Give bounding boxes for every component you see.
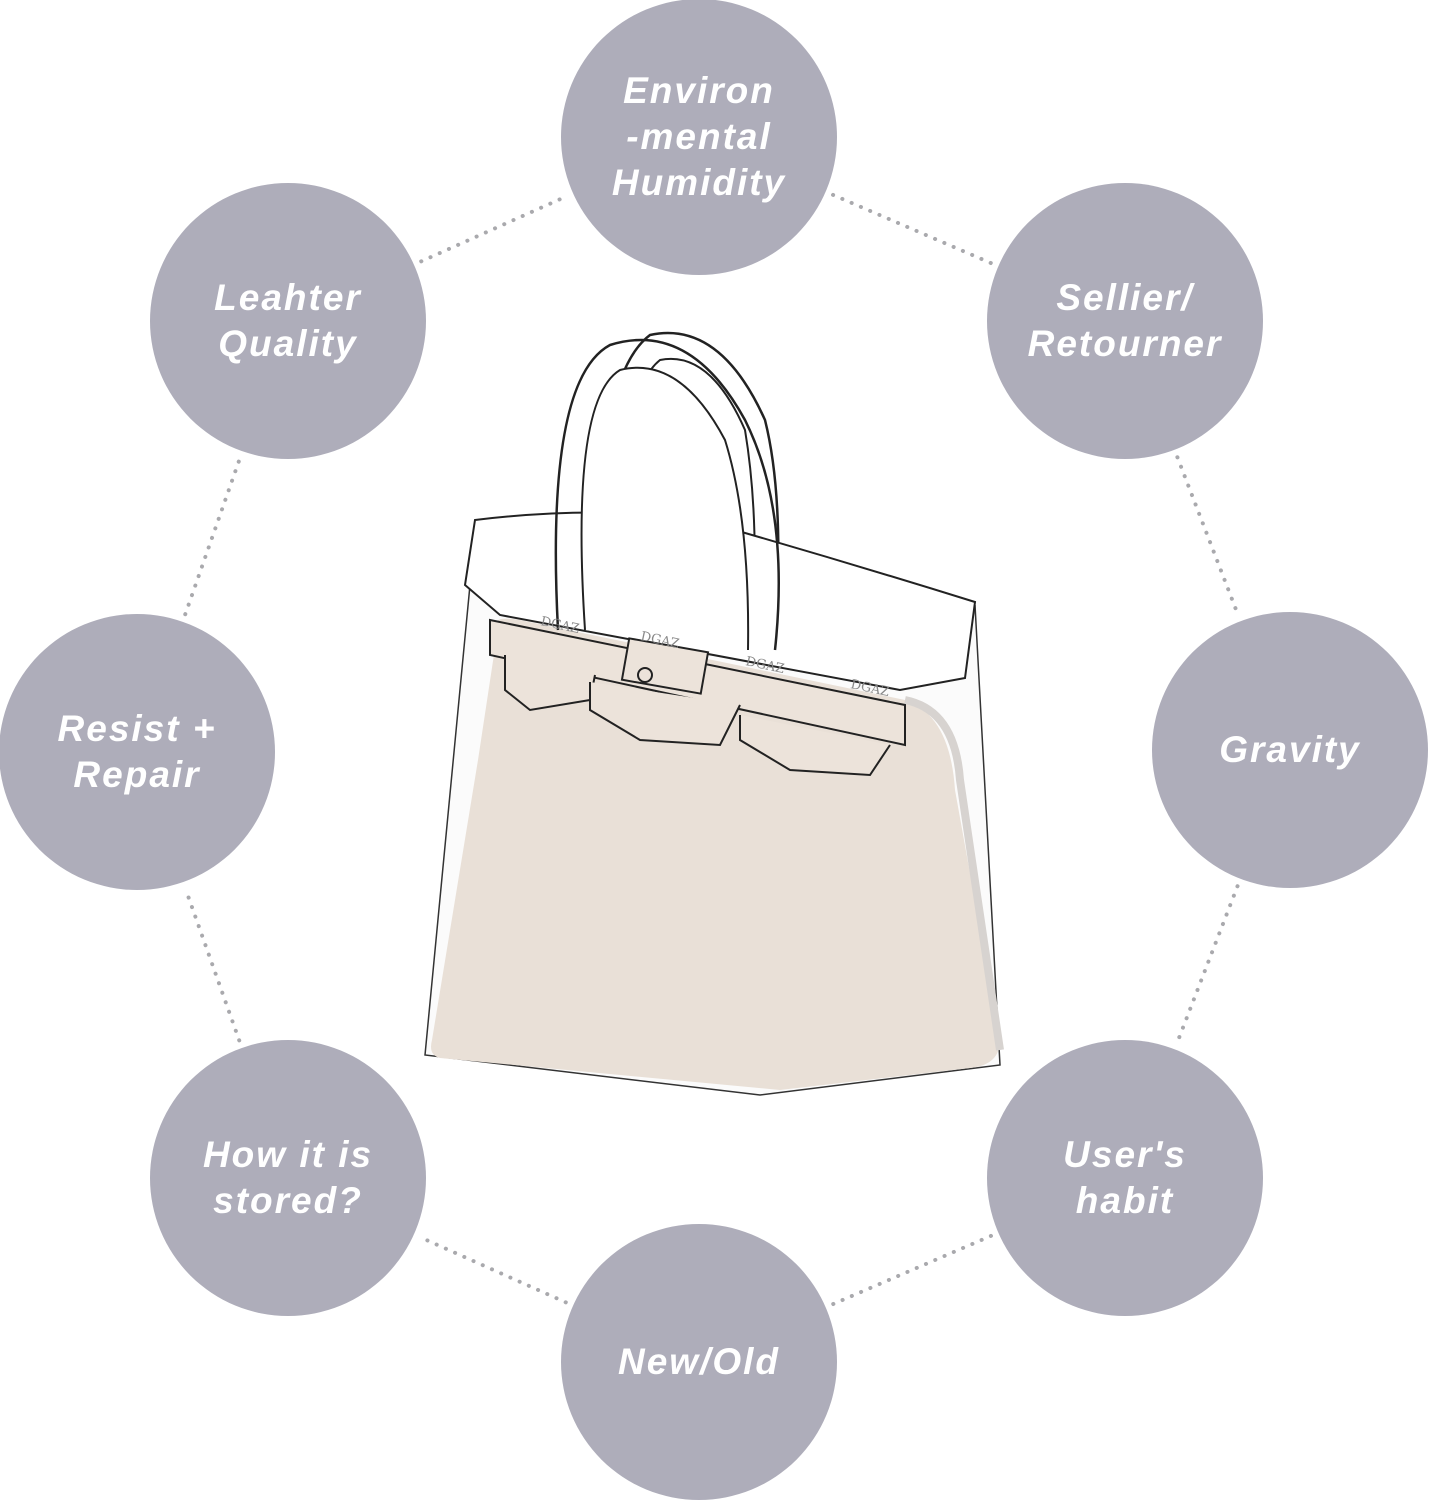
lock-turn-icon — [637, 667, 653, 683]
bag-body — [431, 618, 1000, 1090]
factor-circle-resist-repair: Resist + Repair — [0, 614, 275, 890]
factor-circle-gravity: Gravity — [1152, 612, 1428, 888]
factor-label: -mental — [626, 116, 772, 157]
dotted-connector — [1175, 455, 1240, 616]
dotted-connector — [183, 456, 242, 617]
factor-label: stored? — [213, 1180, 363, 1221]
factor-label: Humidity — [611, 162, 787, 203]
factor-label: User's — [1063, 1134, 1187, 1175]
factor-circle-how-stored: How it is stored? — [150, 1040, 426, 1316]
factor-label: Resist + — [57, 708, 217, 749]
factor-label: Repair — [73, 754, 201, 795]
dotted-connector — [183, 887, 242, 1043]
lock-plate — [620, 637, 710, 695]
factor-label: Retourner — [1027, 323, 1223, 364]
dotted-connector — [831, 192, 993, 266]
dotted-connector — [419, 1235, 568, 1305]
front-handle — [554, 338, 780, 651]
dotted-connector — [419, 194, 568, 264]
factor-label: Sellier/ — [1056, 277, 1194, 318]
factor-circle-users-habit: User's habit — [987, 1040, 1263, 1316]
factor-label: New/Old — [617, 1341, 781, 1382]
factor-label: Leahter — [214, 277, 362, 318]
factor-label: Gravity — [1219, 729, 1361, 770]
factor-circle-sellier-retourner: Sellier/Retourner — [987, 183, 1263, 459]
factor-label: Quality — [218, 323, 358, 364]
factor-label: How it is — [202, 1134, 374, 1175]
factor-circle-new-old: New/Old — [561, 1224, 837, 1500]
dotted-connector — [831, 1233, 993, 1307]
factor-label: habit — [1075, 1180, 1175, 1221]
factor-label: Environ — [623, 70, 775, 111]
